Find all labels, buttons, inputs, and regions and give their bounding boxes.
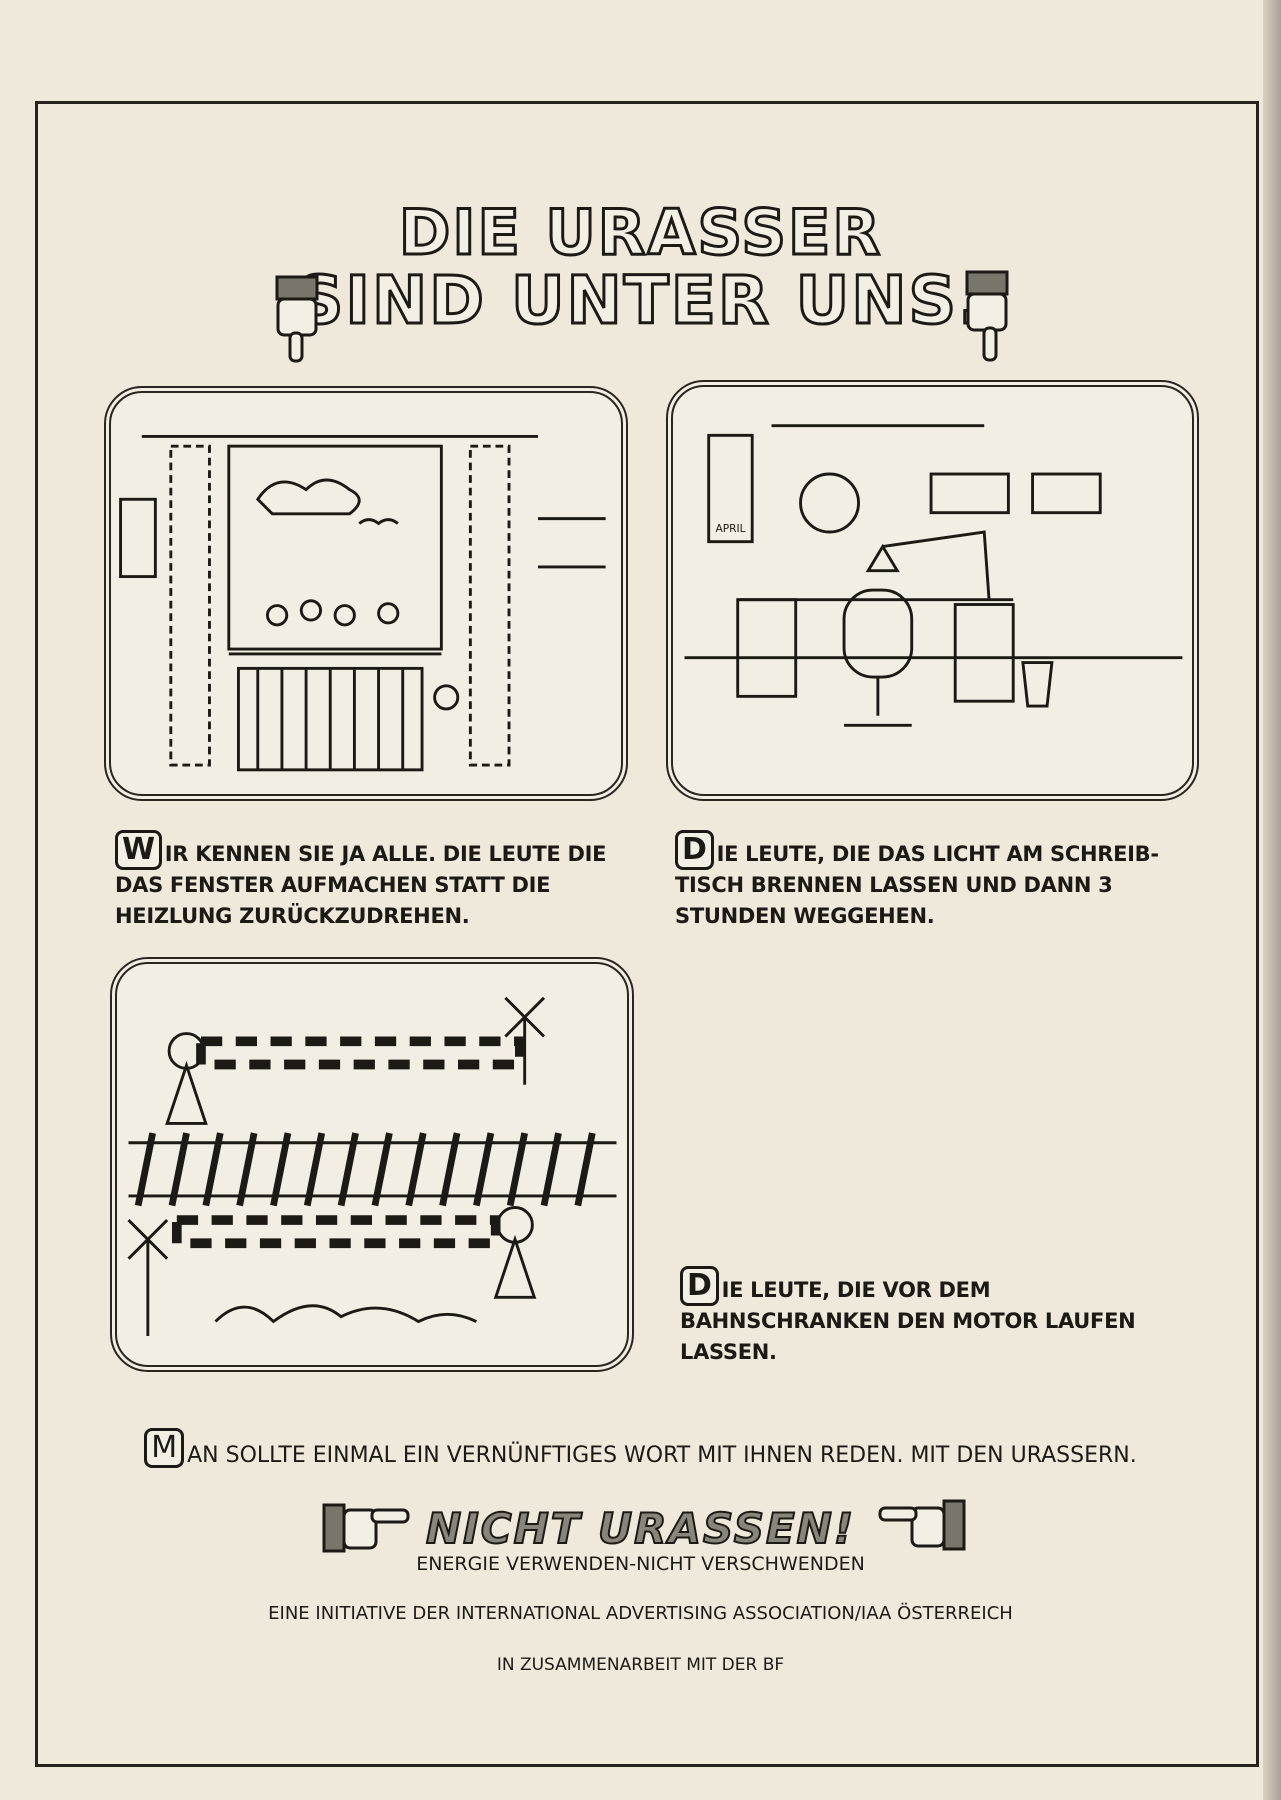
page-edge: [1263, 0, 1281, 1800]
slogan: NICHT URASSEN!: [425, 1503, 855, 1554]
pointing-hand-left-icon: [275, 275, 319, 363]
ad-border: [35, 101, 1259, 1767]
panel-office-desk: APRIL: [666, 380, 1199, 801]
caption-text: IR KENNEN SIE JA ALLE. DIE LEUTE DIE DAS…: [115, 842, 607, 928]
pointing-hand-right-icon: [322, 1503, 410, 1553]
pointing-hand-right-icon: [965, 270, 1009, 362]
poster-label: APRIL: [715, 522, 745, 535]
pointing-hand-left-icon: [878, 1499, 966, 1551]
window-radiator-illustration: [119, 435, 606, 772]
caption-text: IE LEUTE, DIE DAS LICHT AM SCHREIB-TISCH…: [675, 842, 1159, 928]
railway-crossing-illustration: [127, 996, 617, 1337]
office-desk-illustration: APRIL: [684, 424, 1183, 727]
sub-slogan: ENERGIE VERWENDEN-NICHT VERSCHWENDEN: [416, 1553, 865, 1575]
panel-window-radiator: [104, 386, 628, 801]
closing-text: AN SOLLTE EINMAL EIN VERNÜNFTIGES WORT M…: [187, 1443, 1137, 1468]
caption-initial: D: [680, 1266, 719, 1306]
caption-text: IE LEUTE, DIE VOR DEM BAHNSCHRANKEN DEN …: [680, 1278, 1136, 1364]
cooperation-credit: IN ZUSAMMENARBEIT MIT DER BF: [496, 1655, 785, 1675]
panel-railway-crossing: [110, 957, 634, 1372]
headline-line-1: DIE URASSER: [397, 195, 883, 271]
headline-line-2: SIND UNTER UNS.: [294, 261, 986, 341]
caption-initial: D: [675, 830, 714, 870]
caption-initial: W: [115, 830, 162, 870]
initiative-credit: EINE INITIATIVE DER INTERNATIONAL ADVERT…: [268, 1603, 1013, 1624]
closing-initial: M: [144, 1428, 185, 1468]
